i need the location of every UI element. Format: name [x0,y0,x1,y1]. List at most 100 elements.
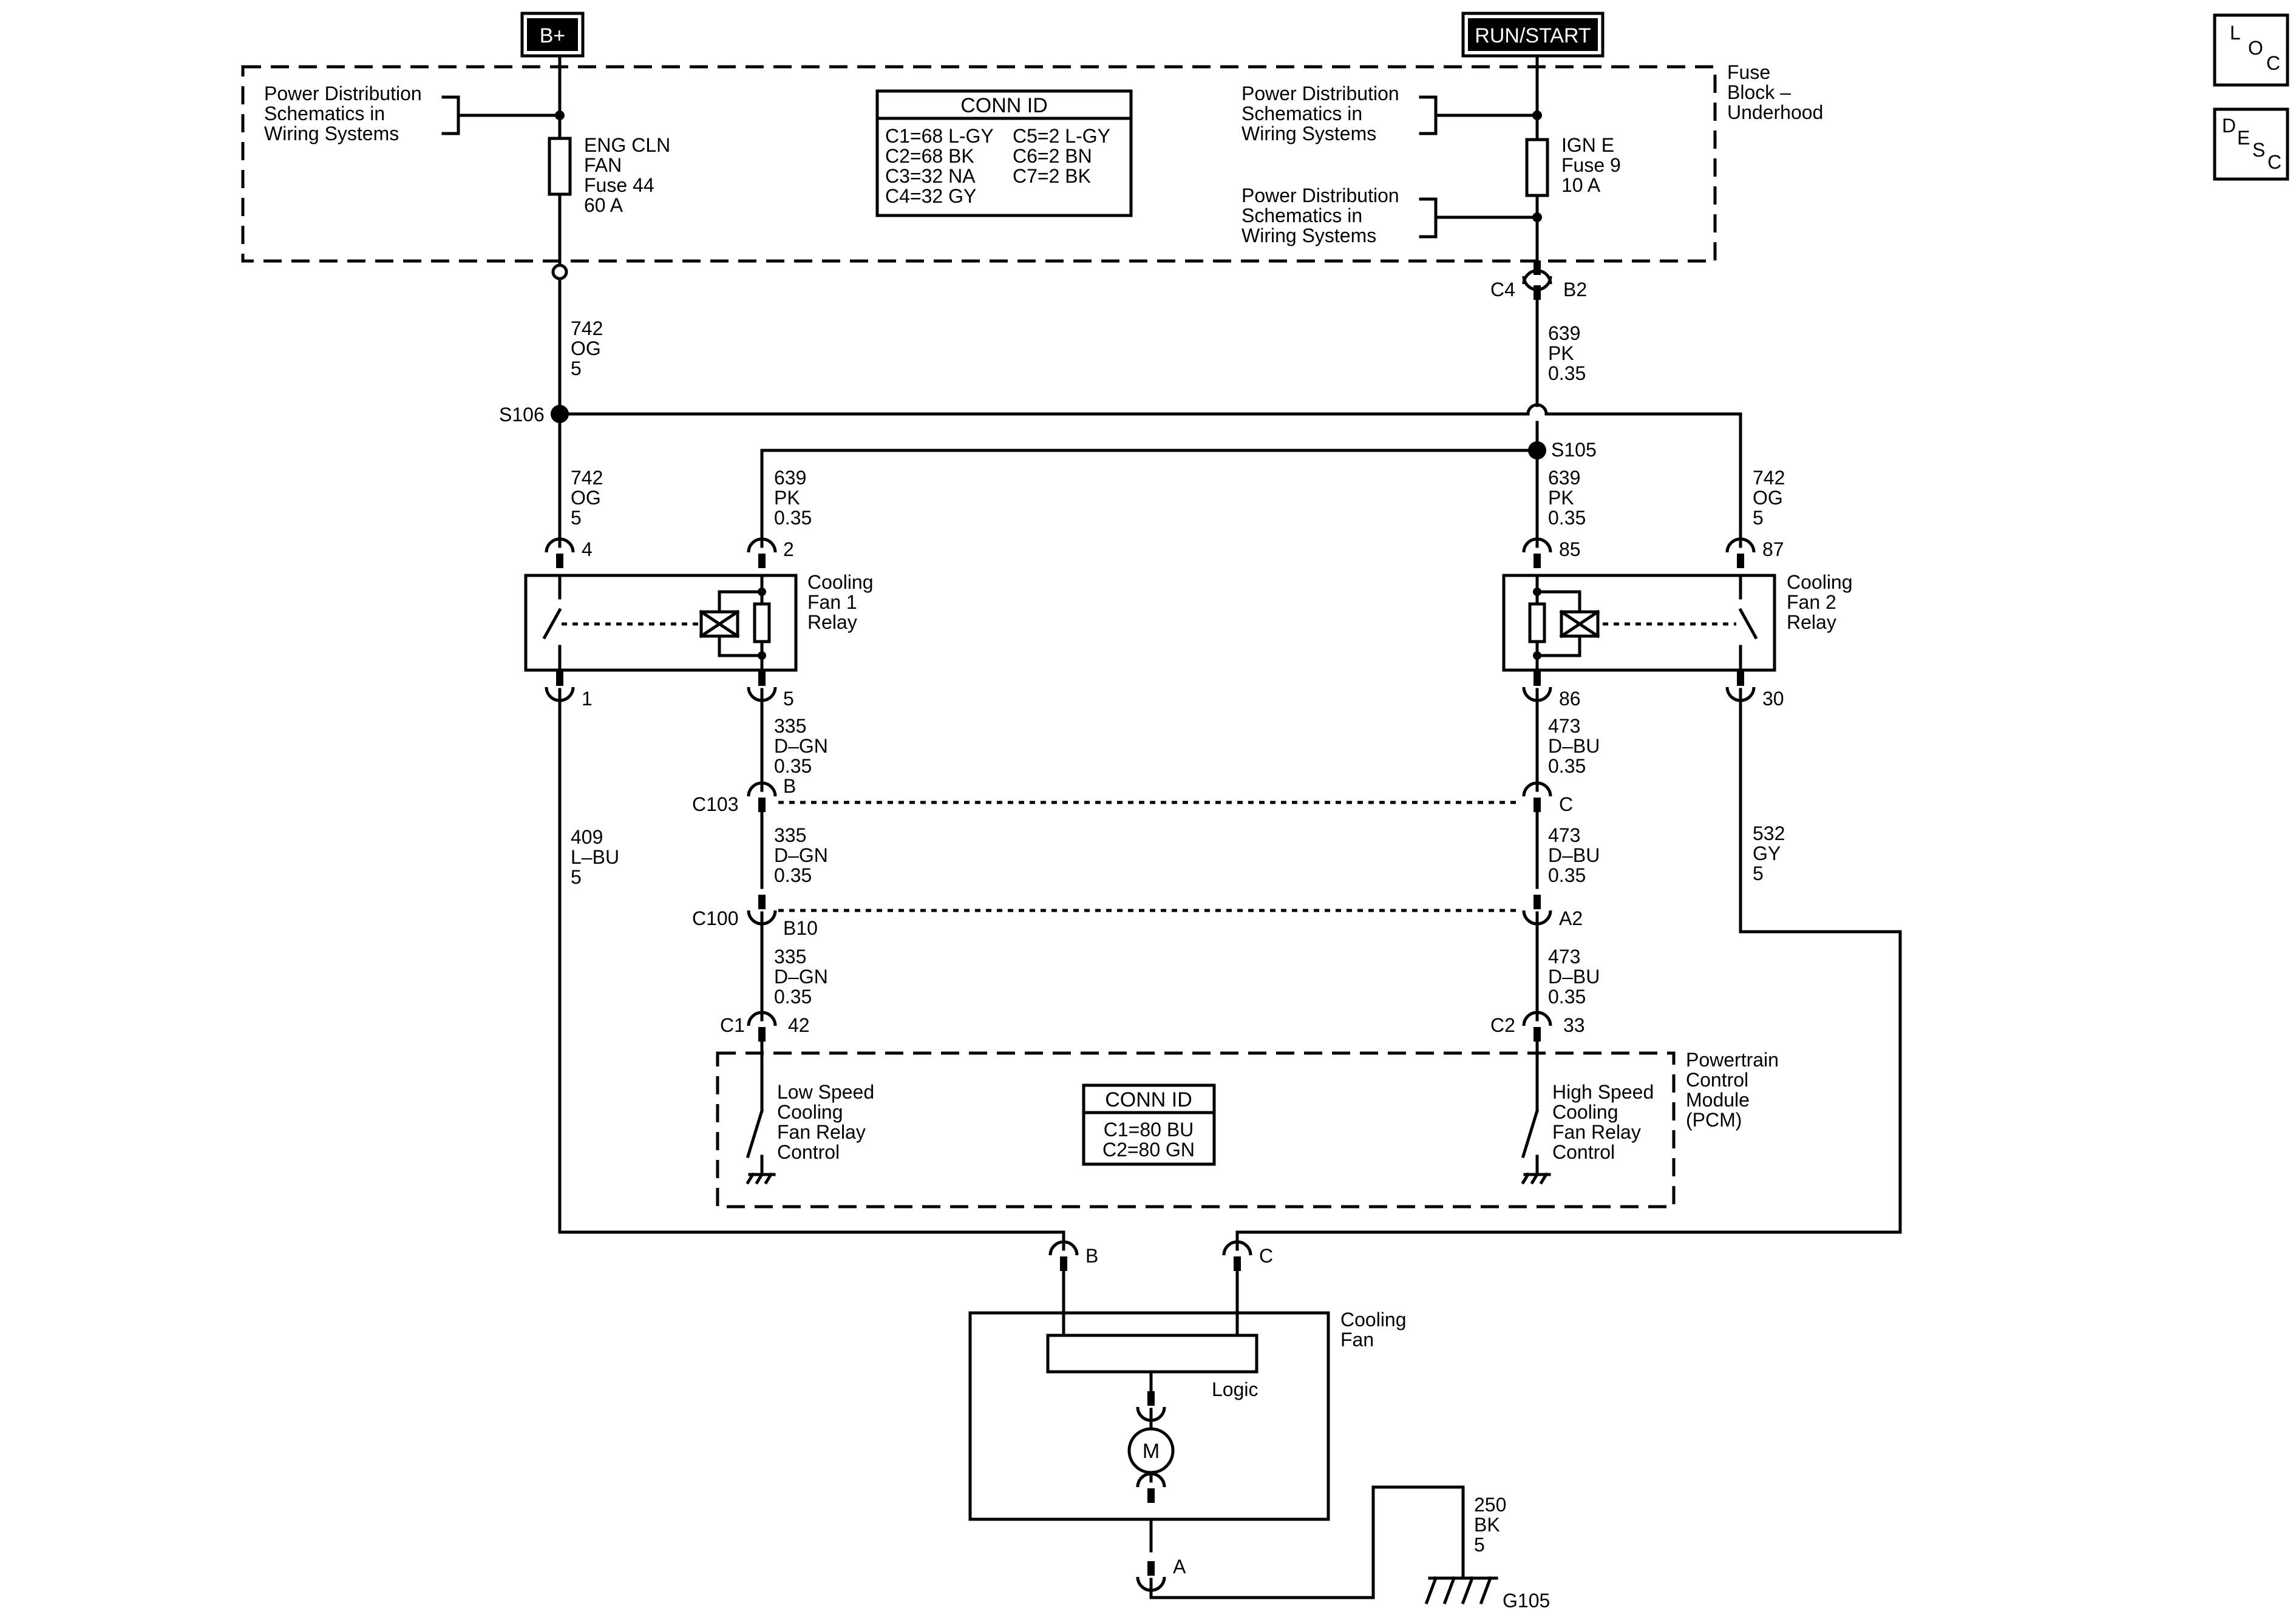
high-speed-relay-control-switch[interactable] [1521,1041,1551,1185]
ground-g105-icon [1424,1576,1498,1605]
wire-639-label-relay2: 639 PK 0.35 [1548,467,1586,529]
relay1-pin4-label: 4 [582,538,593,560]
power-distribution-reference-right-top[interactable]: Power Distribution Schematics in Wiring … [1241,83,1539,144]
svg-text:335: 335 [774,824,806,846]
fuse-block-underhood-boundary [241,65,1717,263]
svg-text:Power Distribution: Power Distribution [1241,185,1399,206]
svg-text:PK: PK [774,487,800,509]
wire-335-label-b: 335 D–GN 0.35 [774,824,828,886]
svg-text:IGN E: IGN E [1561,134,1614,156]
svg-text:Control: Control [777,1141,840,1163]
svg-text:Control: Control [1552,1141,1615,1163]
svg-text:OG: OG [1753,487,1783,509]
svg-text:742: 742 [571,467,603,489]
svg-text:10 A: 10 A [1561,174,1601,196]
svg-text:Fuse 9: Fuse 9 [1561,154,1621,176]
svg-text:0.35: 0.35 [1548,755,1586,777]
connector-c100-pin-a2: A2 [1559,907,1583,929]
svg-text:D–BU: D–BU [1548,844,1600,866]
svg-text:473: 473 [1548,824,1580,846]
svg-text:0.35: 0.35 [1548,362,1586,384]
svg-text:High Speed: High Speed [1552,1081,1654,1103]
svg-text:Fuse: Fuse [1727,61,1770,83]
svg-text:CONN ID: CONN ID [1105,1088,1192,1111]
svg-text:409: 409 [571,826,603,848]
cooling-fan-2-relay[interactable] [1502,574,1776,672]
svg-text:Schematics in: Schematics in [1241,103,1362,124]
power-distribution-reference-right-bottom[interactable]: Power Distribution Schematics in Wiring … [1241,185,1539,246]
fan-logic-block [1046,1334,1258,1374]
svg-text:CONN ID: CONN ID [960,94,1048,117]
svg-text:PK: PK [1548,342,1574,364]
svg-text:335: 335 [774,946,806,968]
fuse-block-terminal-open [551,263,568,280]
wire-742-label-relay1: 742 OG 5 [571,467,603,529]
wire-335-label-a: 335 D–GN 0.35 [774,715,828,777]
wire-742-label-relay2: 742 OG 5 [1753,467,1785,529]
fuse-44-symbol [548,137,572,196]
ground-g105-label: G105 [1503,1590,1550,1612]
low-speed-relay-control-label: Low Speed Cooling Fan Relay Control [777,1081,874,1163]
connector-c1-pin: 42 [788,1014,810,1036]
splice-s106-label: S106 [499,404,545,425]
relay2-pin86-label: 86 [1559,688,1581,710]
svg-text:O: O [2248,37,2263,59]
svg-text:639: 639 [1548,322,1580,344]
svg-text:Cooling: Cooling [1552,1101,1618,1123]
svg-text:Power Distribution: Power Distribution [1241,83,1399,104]
svg-text:Fan Relay: Fan Relay [777,1121,866,1143]
loc-icon[interactable]: L O C [2213,13,2289,87]
fuse-block-label: Fuse Block – Underhood [1727,61,1823,123]
relay2-pin30-label: 30 [1762,688,1784,710]
svg-text:L: L [2230,22,2241,44]
wire-335-label-c: 335 D–GN 0.35 [774,946,828,1008]
splice-s105-label: S105 [1551,439,1597,461]
connector-c2-label: C2 [1490,1014,1515,1036]
svg-text:473: 473 [1548,715,1580,737]
connector-c103-pin-c: C [1559,793,1573,815]
svg-text:Cooling: Cooling [1787,571,1853,593]
svg-text:5: 5 [571,866,582,888]
power-distribution-reference-left[interactable]: Power Distribution Schematics in Wiring … [264,83,562,144]
svg-text:473: 473 [1548,946,1580,968]
svg-text:742: 742 [1753,467,1785,489]
svg-text:0.35: 0.35 [1548,986,1586,1008]
wire-473-label-b: 473 D–BU 0.35 [1548,824,1600,886]
conn-id-table-fuse-block: CONN ID C1=68 L-GY C2=68 BK C3=32 NA C4=… [875,89,1133,217]
desc-icon[interactable]: D E S C [2213,107,2289,181]
wire-473-label-c: 473 D–BU 0.35 [1548,946,1600,1008]
svg-text:D–BU: D–BU [1548,966,1600,988]
wire-250-label: 250 BK 5 [1474,1494,1506,1556]
svg-text:Power Distribution: Power Distribution [264,83,422,104]
svg-text:Module: Module [1686,1089,1750,1111]
svg-text:639: 639 [1548,467,1580,489]
svg-text:Relay: Relay [1787,611,1836,633]
svg-text:0.35: 0.35 [1548,507,1586,529]
svg-text:0.35: 0.35 [774,864,812,886]
wire-742-label-top: 742 OG 5 [571,317,603,379]
svg-text:BK: BK [1474,1514,1500,1536]
wire-639-label-relay1: 639 PK 0.35 [774,467,812,529]
svg-text:Fan 1: Fan 1 [807,591,857,613]
wire-409-label: 409 L–BU 5 [571,826,619,888]
wire-473-label-a: 473 D–BU 0.35 [1548,715,1600,777]
svg-text:PK: PK [1548,487,1574,509]
fuse-9-symbol [1525,138,1549,197]
svg-text:Low Speed: Low Speed [777,1081,874,1103]
svg-text:0.35: 0.35 [1548,864,1586,886]
svg-text:C4=32 GY: C4=32 GY [885,185,976,207]
svg-text:5: 5 [571,358,582,379]
svg-text:0.35: 0.35 [774,507,812,529]
svg-text:Wiring Systems: Wiring Systems [1241,225,1376,246]
pcm-module-boundary[interactable] [716,1051,1676,1209]
svg-text:Powertrain: Powertrain [1686,1049,1779,1071]
cooling-fan-1-relay[interactable] [524,574,798,672]
pcm-label: Powertrain Control Module (PCM) [1686,1049,1779,1131]
relay1-pin5-label: 5 [783,688,794,710]
low-speed-relay-control-switch[interactable] [746,1041,776,1185]
svg-text:C3=32 NA: C3=32 NA [885,165,976,187]
cooling-fan-assembly[interactable]: Logic M [968,1311,1330,1521]
svg-text:D–GN: D–GN [774,735,828,757]
conn-id-table-pcm: CONN ID C1=80 BU C2=80 GN [1082,1083,1216,1166]
